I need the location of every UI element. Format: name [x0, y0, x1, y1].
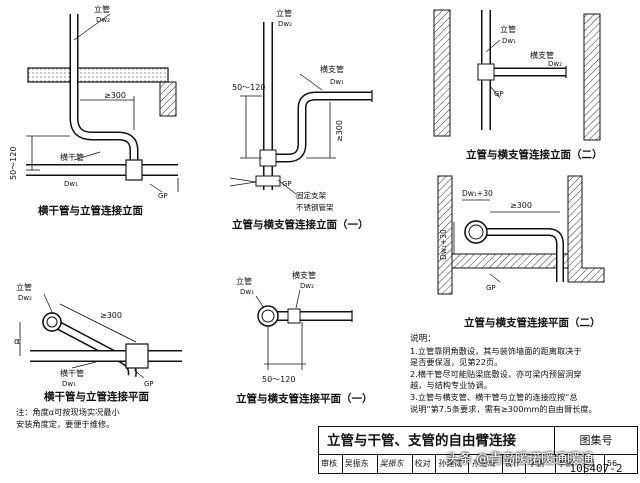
- label-riser: 立管: [16, 282, 32, 292]
- label-dim-height: 50～120: [9, 147, 18, 180]
- label-riser: 立管: [500, 24, 516, 34]
- branch-pipe: [268, 91, 372, 163]
- tb-cell: 设计: [503, 455, 527, 473]
- label-dw30: Dw₁+30: [462, 189, 493, 198]
- caption-panel-3: 立管与横支管连接立面（二）: [466, 148, 603, 161]
- tee-fitting: [125, 159, 143, 181]
- label-gp: GP: [144, 380, 154, 388]
- label-dim-300: ≥300: [100, 311, 122, 320]
- wall-bottom: [451, 253, 569, 269]
- label-branch-dim: Dw₁: [330, 78, 344, 86]
- title-block-signatures: 审核 吴振东 吴振东 校对 孙建成 孙建成 设计 李鹏 李鹏 页 56: [319, 455, 637, 473]
- label-branch-dim: Dw₂: [300, 282, 314, 290]
- beam: [159, 81, 177, 117]
- label-riser-dim: Dw₂: [18, 294, 32, 302]
- label-bracket: 固定支架: [296, 190, 326, 200]
- tb-cell: 56: [606, 459, 618, 468]
- label-gp: GP: [494, 90, 504, 98]
- label-main-dim: Dw₁: [62, 380, 76, 388]
- wall-left: [433, 9, 451, 137]
- caption-panel-4: 立管与横支管连接平面（二）: [464, 316, 601, 329]
- label-main: 横干管: [60, 368, 84, 378]
- caption-panel-2: 立管与横支管连接立面（一）: [232, 218, 369, 231]
- panel-riser-branch-elevation-1: 立管 Dw₂ 横支管 Dw₁ 50～120 ≥300 GP 固定支架 不锈钢管架…: [229, 8, 373, 231]
- wall-right: [583, 13, 601, 141]
- floor-slab: [27, 67, 169, 83]
- tb-cell-signature: 吴振东: [378, 455, 413, 473]
- notes-line: 2.横干管尽可能贴梁底敷设，亦可梁内预留洞穿: [410, 368, 582, 379]
- notes-line: 说明”第7.5条要求，需有≥300mm的自由臂长度。: [410, 403, 597, 414]
- label-riser-dim: Dw₁: [502, 37, 516, 45]
- label-riser: 立管: [276, 8, 292, 18]
- label-gp: GP: [282, 180, 292, 188]
- notes-line: 1.立管靠阴角敷设，其与装饰墙面的距离取决于: [410, 345, 582, 356]
- tb-cell-signature: 孙建成: [469, 455, 503, 473]
- tee-fitting: [125, 343, 149, 369]
- notes-line: 越，与结构专业协调。: [410, 380, 492, 391]
- title-block-code: 图集号 10S407-2: [555, 427, 637, 475]
- title-block-title: 立管与干管、支管的自由臂连接: [319, 427, 555, 455]
- label-main: 横干管: [60, 152, 84, 162]
- label-gp: GP: [158, 192, 168, 200]
- label-branch: 横支管: [292, 270, 316, 280]
- tee-fitting: [287, 308, 301, 324]
- panel-riser-branch-elevation-2: 立管 Dw₁ 横支管 Dw₂ GP 立管与横支管连接立面（二）: [433, 9, 603, 161]
- label-riser-dim: Dw₁: [240, 288, 254, 296]
- label-alpha: α: [14, 337, 20, 347]
- tb-cell: 吴振东: [343, 455, 378, 473]
- tee-fitting: [259, 149, 277, 167]
- label-dim-height: 50～120: [262, 375, 295, 384]
- label-dim-height: 50～120: [232, 83, 265, 92]
- title-block: 立管与干管、支管的自由臂连接 图集号 10S407-2 审核 吴振东 吴振东 校…: [318, 426, 638, 475]
- label-riser: 立管: [94, 4, 110, 14]
- tee-fitting: [477, 63, 495, 81]
- panel-main-riser-plan: 立管 Dw₂ ≥300 α 横干管 Dw₁ GP 横干管与立管连接平面: [14, 282, 182, 403]
- label-gp: GP: [486, 284, 496, 292]
- notes-line: 3.立管与横支管、横干管与立管的连接应按“总: [410, 391, 578, 402]
- tb-cell: 页: [585, 455, 605, 473]
- angle-note-line: 注：角度α可按现场实况最小: [16, 407, 120, 417]
- label-branch-dim: Dw₂: [548, 60, 562, 68]
- label-dim-300: ≥300: [335, 120, 344, 142]
- label-branch: 横支管: [320, 64, 344, 74]
- label-main-dim: Dw₁: [64, 180, 78, 188]
- wall-left: [437, 175, 453, 295]
- fixed-bracket: [255, 175, 281, 187]
- label-dim-300: ≥300: [104, 91, 126, 100]
- label-riser-dim: Dw₂: [278, 20, 292, 28]
- label-dw30-vertical: Dw₁+30: [439, 229, 448, 260]
- label-riser-dim: Dw₂: [96, 16, 110, 24]
- angle-note: 注：角度α可按现场实况最小 安装角度定，要便于维修。: [16, 406, 196, 430]
- panel-main-riser-elevation: 立管 Dw₂ ≥300 50～120 横干管 Dw₁ GP 横干管与立管连接立面: [9, 4, 179, 217]
- caption-panel-6: 立管与横支管连接平面（一）: [236, 392, 373, 405]
- label-riser: 立管: [236, 276, 252, 286]
- panel-riser-branch-plan-1: 立管 Dw₁ 横支管 Dw₂ 50～120 立管与横支管连接平面（一）: [236, 270, 373, 405]
- notes-line: 是否要保温，见第22页。: [410, 357, 503, 368]
- notes-block: 说明： 1.立管靠阴角敷设，其与装饰墙面的距离取决于 是否要保温，见第22页。 …: [410, 334, 636, 415]
- wall-corner: [567, 175, 605, 283]
- tb-cell: 李鹏: [526, 455, 556, 473]
- label-branch: 横支管: [530, 50, 554, 60]
- panel-riser-branch-plan-2: Dw₁+30 ≥300 Dw₁+30 GP 立管与横支管连接平面（二）: [437, 175, 605, 329]
- watermark: 头条 @青岛暖诺暖通暖通: [446, 452, 594, 467]
- caption-panel-1: 横干管与立管连接立面: [38, 204, 143, 217]
- caption-panel-5: 横干管与立管连接平面: [44, 390, 149, 403]
- tb-cell: 孙建成: [436, 455, 470, 473]
- label-sleeve: 不锈钢管架: [296, 202, 334, 212]
- tb-cell-signature: 李鹏: [556, 455, 585, 473]
- angle-note-line: 安装角度定，要便于维修。: [16, 419, 115, 429]
- tb-cell: 校对: [413, 455, 437, 473]
- notes-heading: 说明：: [410, 334, 436, 344]
- label-dim-300: ≥300: [510, 201, 532, 210]
- tb-cell: 审核: [319, 455, 343, 473]
